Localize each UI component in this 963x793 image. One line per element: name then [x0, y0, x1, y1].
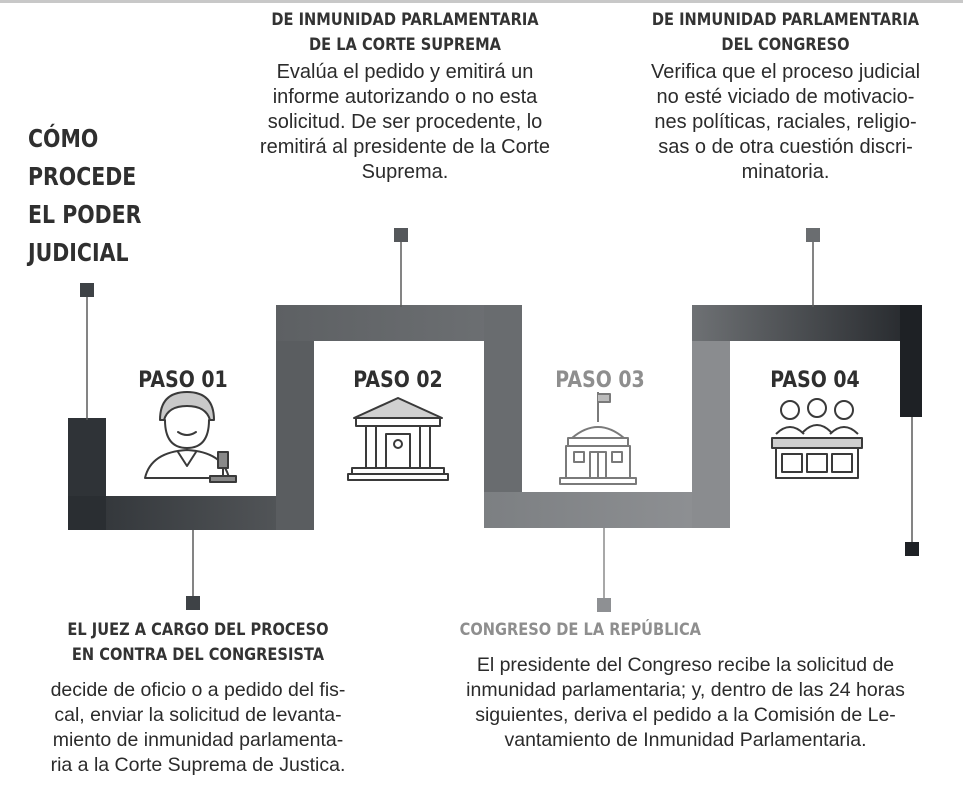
- step-1-text: decide de oficio o a pedido del fis- cal…: [50, 679, 346, 776]
- step-4-label: PASO 04: [770, 368, 860, 393]
- congress-building-icon: [559, 392, 637, 485]
- connector-step-4-right: [905, 417, 919, 556]
- step-4-description: DE INMUNIDAD PARLAMENTARIA DEL CONGRESO …: [613, 8, 958, 185]
- step-1-description: EL JUEZ A CARGO DEL PROCESO EN CONTRA DE…: [2, 618, 394, 778]
- step-1-header-line-2: EN CONTRA DEL CONGRESISTA: [71, 645, 325, 665]
- connector-step-3: [597, 528, 611, 612]
- step-3-text: El presidente del Congreso recibe la sol…: [466, 654, 905, 751]
- step-4-header-line-2: DEL CONGRESO: [721, 35, 850, 55]
- step-2-description: DE INMUNIDAD PARLAMENTARIA DE LA CORTE S…: [225, 8, 585, 185]
- step-3-description: CONGRESO DE LA REPÚBLICA El presidente d…: [408, 618, 963, 753]
- step-1-header-line-1: EL JUEZ A CARGO DEL PROCESO: [67, 620, 329, 640]
- connector-step-1: [186, 530, 200, 610]
- connector-title: [80, 283, 94, 420]
- connector-step-4-top: [806, 228, 820, 307]
- step-3-label: PASO 03: [555, 368, 645, 393]
- courthouse-icon: [347, 397, 449, 481]
- top-rule: [0, 0, 963, 3]
- step-1-label: PASO 01: [138, 368, 228, 393]
- flow-band-step-1: [68, 418, 300, 530]
- step-2-label: PASO 02: [353, 368, 443, 393]
- step-2-text: Evalúa el pedido y emitirá un informe au…: [259, 61, 551, 183]
- step-3-header: CONGRESO DE LA REPÚBLICA: [459, 620, 702, 640]
- step-4-text: Verifica que el proceso judicial no esté…: [650, 61, 921, 183]
- step-2-header-line-1: DE INMUNIDAD PARLAMENTARIA: [271, 10, 539, 30]
- flow-band-step-4: [692, 305, 922, 417]
- flow-band-step-3: [484, 305, 730, 528]
- step-4-header-line-1: DE INMUNIDAD PARLAMENTARIA: [651, 10, 920, 30]
- flow-band-step-2: [276, 305, 522, 530]
- connector-step-2: [394, 228, 408, 307]
- step-2-header-line-2: DE LA CORTE SUPREMA: [309, 35, 501, 55]
- commission-members-icon: [771, 398, 863, 479]
- judge-gavel-icon: [144, 391, 237, 483]
